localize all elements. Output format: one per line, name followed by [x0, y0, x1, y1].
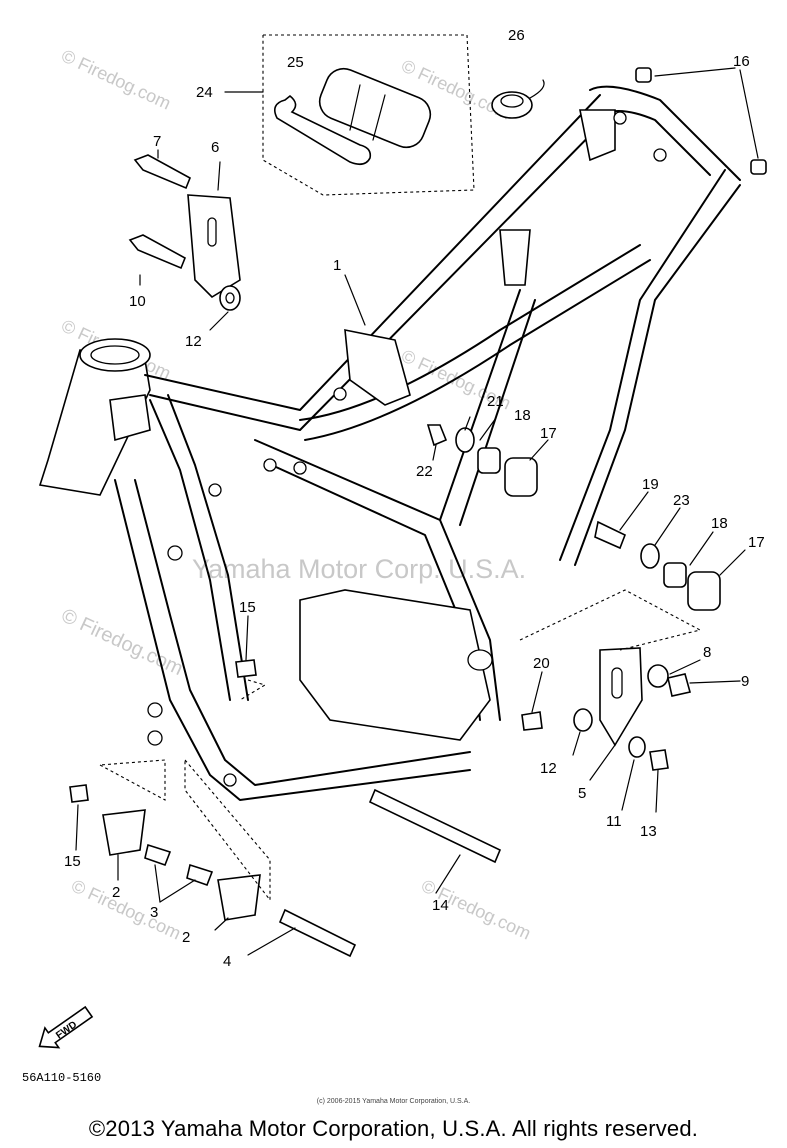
- callout-17: 17: [540, 425, 557, 442]
- callout-19: 19: [642, 476, 659, 493]
- part-26: [491, 79, 545, 119]
- callout-18: 18: [711, 515, 728, 532]
- tool-kit-group: [224, 34, 475, 196]
- callout-13: 13: [640, 823, 657, 840]
- callout-6: 6: [211, 139, 219, 156]
- callout-12: 12: [540, 760, 557, 777]
- watermark-repeat: © Firedog.com: [68, 875, 184, 943]
- callout-25: 25: [287, 54, 304, 71]
- callout-2: 2: [112, 884, 120, 901]
- callout-9: 9: [741, 673, 749, 690]
- callout-15: 15: [64, 853, 81, 870]
- callout-7: 7: [153, 133, 161, 150]
- callout-17: 17: [748, 534, 765, 551]
- callout-5: 5: [578, 785, 586, 802]
- callout-21: 21: [487, 393, 504, 410]
- callout-18: 18: [514, 407, 531, 424]
- watermarks: Yamaha Motor Corp. U.S.A. © Firedog.com …: [58, 45, 534, 943]
- callout-15: 15: [239, 599, 256, 616]
- callout-24: 24: [196, 84, 213, 101]
- callout-12: 12: [185, 333, 202, 350]
- callout-22: 22: [416, 463, 433, 480]
- callout-2: 2: [182, 929, 190, 946]
- callout-14: 14: [432, 897, 449, 914]
- main-frame: [38, 85, 741, 801]
- callout-10: 10: [129, 293, 146, 310]
- callout-3: 3: [150, 904, 158, 921]
- copyright-notice: ©2013 Yamaha Motor Corporation, U.S.A. A…: [88, 1116, 699, 1141]
- fwd-arrow: FWD: [38, 1005, 94, 1049]
- watermark-left: © Firedog.com: [58, 605, 186, 680]
- reference-code: 56A110-5160: [22, 1071, 102, 1085]
- callout-26: 26: [508, 27, 525, 44]
- leader-lines: [75, 149, 746, 956]
- callout-labels: 1 2 2 3 4 5 6 7 8 9 10 11 12 12 12 13 14…: [64, 27, 765, 970]
- hardware-parts: [69, 67, 767, 958]
- watermark-repeat: © Firedog.com: [58, 45, 174, 113]
- callout-8: 8: [703, 644, 711, 661]
- callout-20: 20: [533, 655, 550, 672]
- small-copyright: (c) 2006-2015 Yamaha Motor Corporation, …: [316, 1098, 471, 1105]
- callout-23: 23: [673, 492, 690, 509]
- callout-4: 4: [223, 953, 231, 970]
- watermark-center: Yamaha Motor Corp. U.S.A.: [192, 554, 526, 584]
- callout-16: 16: [733, 53, 750, 70]
- callout-1: 1: [333, 257, 341, 274]
- callout-11: 11: [606, 813, 622, 830]
